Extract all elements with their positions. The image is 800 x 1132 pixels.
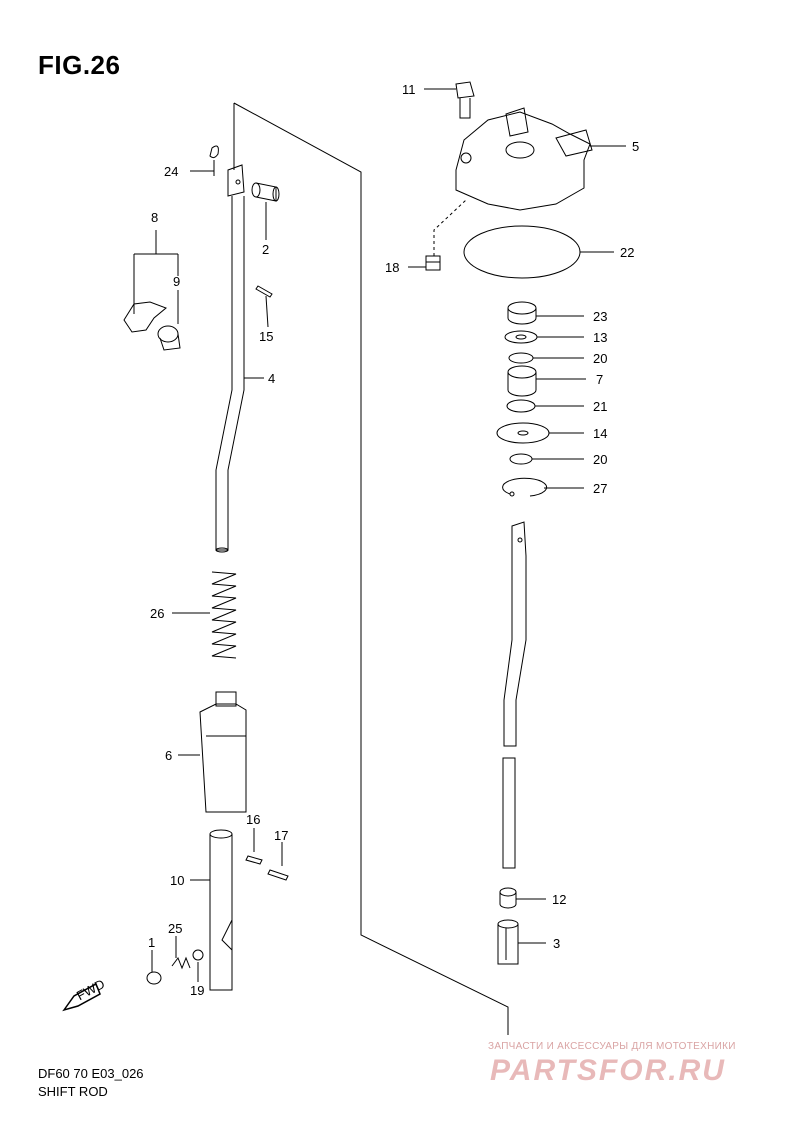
callout-23: 23 [593, 309, 607, 324]
part-23-bushing [507, 301, 537, 325]
part-13-washer [504, 330, 538, 344]
part-16-pin [245, 855, 263, 865]
part-27-circlip [502, 477, 548, 497]
callout-5: 5 [632, 139, 639, 154]
callout-8: 8 [151, 210, 158, 225]
part-group-caption: SHIFT ROD [38, 1084, 108, 1099]
part-9-bushing [157, 325, 181, 351]
part-11-bolt [455, 81, 475, 119]
callout-1: 1 [148, 935, 155, 950]
part-24-clip [209, 145, 219, 159]
callout-27: 27 [593, 481, 607, 496]
part-6-shift-sleeve [199, 691, 247, 813]
part-25-spring [171, 956, 191, 970]
callout-20-lower: 20 [593, 452, 607, 467]
part-2-pin [251, 182, 280, 202]
part-20-o-ring-lower [509, 453, 533, 465]
part-22-o-ring [463, 225, 581, 279]
callout-14: 14 [593, 426, 607, 441]
callout-13: 13 [593, 330, 607, 345]
watermark-tagline: ЗАПЧАСТИ И АКСЕССУАРЫ ДЛЯ МОТОТЕХНИКИ [488, 1041, 736, 1052]
callout-10: 10 [170, 873, 184, 888]
callout-12: 12 [552, 892, 566, 907]
callout-6: 6 [165, 748, 172, 763]
callout-26: 26 [150, 606, 164, 621]
callout-labels: 24 2 8 9 15 4 26 6 16 17 10 1 25 19 11 5… [148, 82, 639, 998]
callout-17: 17 [274, 828, 288, 843]
part-18-nut [425, 199, 467, 271]
leader-lines [133, 88, 626, 982]
part-20-o-ring-upper [508, 352, 534, 364]
callout-18: 18 [385, 260, 399, 275]
part-3-connector [497, 919, 519, 965]
callout-3: 3 [553, 936, 560, 951]
callout-2: 2 [262, 242, 269, 257]
part-4-shift-rod [215, 164, 245, 553]
part-15-pin [255, 285, 273, 298]
figure-title: FIG.26 [38, 50, 121, 80]
part-26-spring [211, 571, 237, 659]
assembly-frame [233, 102, 509, 1035]
callout-7: 7 [596, 372, 603, 387]
part-7-oil-seal [507, 365, 537, 397]
watermark-brand: PARTSFOR.RU [490, 1054, 726, 1087]
part-14-washer [496, 422, 550, 444]
part-8-clamp [123, 301, 167, 333]
part-12-nut [499, 887, 517, 909]
fwd-arrow-icon [62, 982, 101, 1012]
callout-15: 15 [259, 329, 273, 344]
callout-21: 21 [593, 399, 607, 414]
model-code-caption: DF60 70 E03_026 [38, 1066, 144, 1081]
shift-rod-right [502, 521, 527, 869]
callout-19: 19 [190, 983, 204, 998]
callout-20-upper: 20 [593, 351, 607, 366]
part-1-cap [146, 971, 162, 985]
part-10-shift-cam [209, 829, 233, 991]
callout-24: 24 [164, 164, 178, 179]
part-19-ball [192, 949, 204, 961]
part-17-pin [267, 869, 289, 881]
part-21-o-ring [506, 399, 536, 413]
callout-16: 16 [246, 812, 260, 827]
part-5-housing-cover [455, 107, 593, 211]
callout-4: 4 [268, 371, 275, 386]
callout-11: 11 [402, 82, 416, 97]
callout-25: 25 [168, 921, 182, 936]
callout-22: 22 [620, 245, 634, 260]
callout-9: 9 [173, 274, 180, 289]
